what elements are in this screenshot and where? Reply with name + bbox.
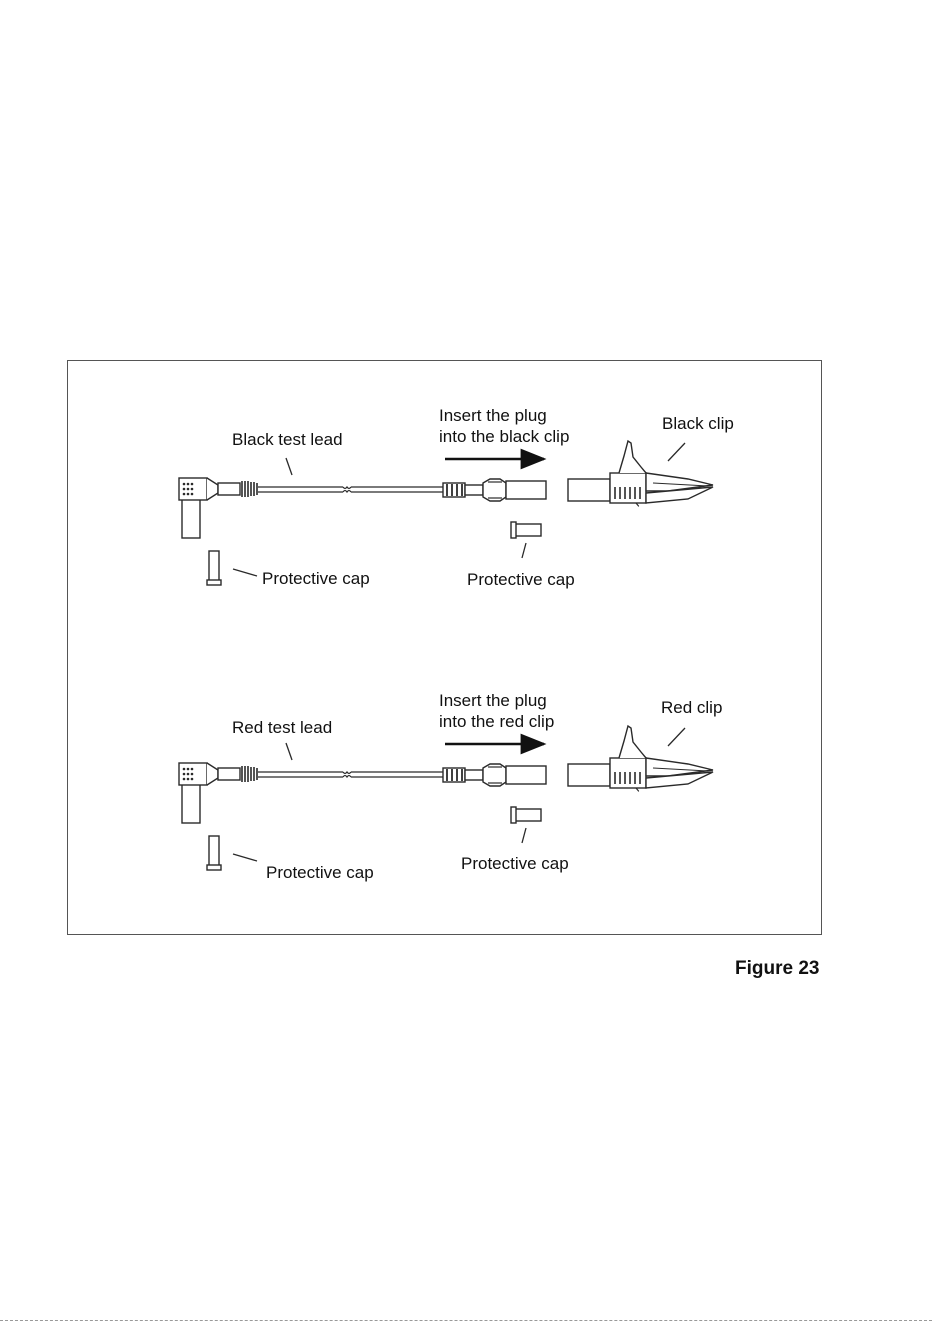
black-clip-label: Black clip <box>662 413 734 434</box>
red-right-cap-label: Protective cap <box>461 853 569 874</box>
red-left-cap-label: Protective cap <box>266 862 374 883</box>
red-assembly-drawing <box>179 726 713 870</box>
figure-caption: Figure 23 <box>735 958 819 980</box>
black-assembly-drawing <box>179 441 713 585</box>
red-insert-instruction: Insert the plug into the red clip <box>439 690 554 732</box>
red-clip-label: Red clip <box>661 697 722 718</box>
page-bottom-edge <box>0 1320 932 1321</box>
red-test-lead-label: Red test lead <box>232 717 332 738</box>
black-insert-instruction: Insert the plug into the black clip <box>439 405 569 447</box>
black-left-cap-label: Protective cap <box>262 568 370 589</box>
test-lead-diagram <box>68 361 823 936</box>
black-right-cap-label: Protective cap <box>467 569 575 590</box>
figure-frame: Black test lead Insert the plug into the… <box>67 360 822 935</box>
black-test-lead-label: Black test lead <box>232 429 343 450</box>
